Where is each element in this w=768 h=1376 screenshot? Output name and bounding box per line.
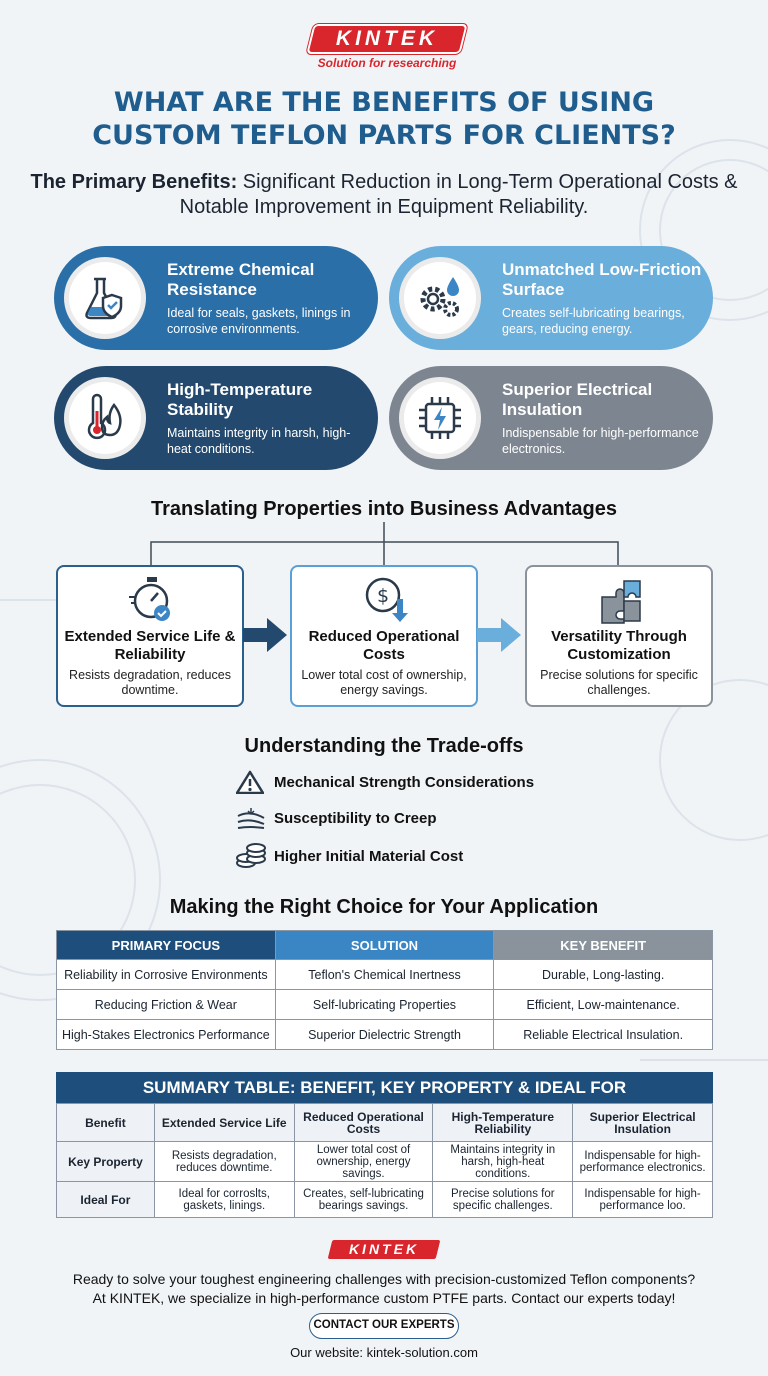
summary-table: Benefit Extended Service Life Reduced Op… <box>56 1103 713 1218</box>
benefit-title: Unmatched Low-Friction Surface <box>502 260 702 299</box>
table-header-row: PRIMARY FOCUS SOLUTION KEY BENEFIT <box>56 930 713 960</box>
advantage-desc: Precise solutions for specific challenge… <box>540 668 698 697</box>
table-header-row: Benefit Extended Service Life Reduced Op… <box>56 1103 713 1142</box>
table-row: High-Stakes Electronics Performance Supe… <box>56 1019 713 1050</box>
summary-title: SUMMARY TABLE: BENEFIT, KEY PROPERTY & I… <box>56 1072 713 1103</box>
table-cell: Creates, self-lubricating bearings savin… <box>293 1181 434 1218</box>
table-cell: Durable, Long-lasting. <box>493 959 713 990</box>
thermometer-flame-icon <box>64 377 146 459</box>
website-link[interactable]: Our website: kintek-solution.com <box>290 1345 478 1360</box>
warning-icon <box>236 770 264 794</box>
table-header: High-Temperature Reliability <box>432 1103 574 1142</box>
connector-lines <box>150 522 619 566</box>
table-cell: Indispensable for high-performance loo. <box>572 1181 713 1218</box>
advantage-operational-costs: $ Reduced Operational Costs Lower total … <box>290 565 478 707</box>
tradeoff-item: Susceptibility to Creep <box>236 806 636 832</box>
footer-line-1: Ready to solve your toughest engineering… <box>72 1271 696 1287</box>
footer-logo-text: KINTEK <box>348 1241 420 1257</box>
table-cell: Reducing Friction & Wear <box>56 989 276 1020</box>
row-header: Key Property <box>56 1141 155 1182</box>
benefit-title: High-Temperature Stability <box>167 380 313 419</box>
benefit-high-temperature: High-Temperature Stability Maintains int… <box>54 366 378 470</box>
table-cell: Superior Dielectric Strength <box>274 1019 495 1050</box>
benefit-electrical-insulation: Superior Electrical Insulation Indispens… <box>389 366 713 470</box>
table-cell: Precise solutions for specific challenge… <box>432 1181 574 1218</box>
chip-bolt-icon <box>399 377 481 459</box>
benefit-desc: Maintains integrity in harsh, high-heat … <box>167 426 351 456</box>
choice-table: PRIMARY FOCUS SOLUTION KEY BENEFIT Relia… <box>56 930 713 1050</box>
footer-line-2: At KINTEK, we specialize in high-perform… <box>92 1290 676 1306</box>
advantage-title: Reduced Operational Costs <box>308 628 460 663</box>
title-line-1: WHAT ARE THE BENEFITS OF USING <box>113 87 655 118</box>
table-cell: Resists degradation, reduces downtime. <box>153 1141 295 1182</box>
primary-text: Significant Reduction in Long-Term Opera… <box>179 171 738 218</box>
table-cell: Indispensable for high-performance elect… <box>572 1141 713 1182</box>
logo-text: KINTEK <box>335 27 439 50</box>
primary-lead: The Primary Benefits: <box>30 171 238 193</box>
benefit-chemical-resistance: Extreme Chemical Resistance Ideal for se… <box>54 246 378 350</box>
benefit-low-friction: Unmatched Low-Friction Surface Creates s… <box>389 246 713 350</box>
table-cell: Reliability in Corrosive Environments <box>56 959 276 990</box>
table-header: KEY BENEFIT <box>493 930 713 960</box>
table-row: Ideal For Ideal for corroslts, gaskets, … <box>56 1181 713 1218</box>
creep-layers-icon <box>237 808 265 829</box>
benefit-title: Superior Electrical Insulation <box>502 380 653 419</box>
benefit-desc: Indispensable for high-performance elect… <box>502 426 699 456</box>
benefit-desc: Ideal for seals, gaskets, linings in cor… <box>167 306 351 336</box>
primary-benefits: The Primary Benefits: Significant Reduct… <box>30 170 738 220</box>
stopwatch-check-icon <box>129 577 170 621</box>
choice-title: Making the Right Choice for Your Applica… <box>169 896 599 918</box>
table-header: Superior Electrical Insulation <box>572 1103 713 1142</box>
advantage-customization: Versatility Through Customization Precis… <box>525 565 713 707</box>
contact-experts-button[interactable]: CONTACT OUR EXPERTS <box>309 1313 459 1339</box>
footer-message: Ready to solve your toughest engineering… <box>10 1270 758 1308</box>
row-header: Ideal For <box>56 1181 155 1218</box>
advantage-desc: Resists degradation, reduces downtime. <box>69 668 231 697</box>
svg-text:$: $ <box>377 585 389 607</box>
benefit-title: Extreme Chemical Resistance <box>167 260 315 299</box>
table-cell: Efficient, Low-maintenance. <box>493 989 713 1020</box>
advantage-service-life: Extended Service Life & Reliability Resi… <box>56 565 244 707</box>
table-header: Reduced Operational Costs <box>293 1103 434 1142</box>
table-cell: Lower total cost of ownership, energy sa… <box>293 1141 434 1182</box>
table-header: Benefit <box>56 1103 155 1142</box>
table-cell: Teflon's Chemical Inertness <box>274 959 495 990</box>
tradeoff-label: Susceptibility to Creep <box>274 810 437 827</box>
table-header: Extended Service Life <box>153 1103 295 1142</box>
dollar-down-icon: $ <box>365 577 408 622</box>
coins-icon <box>236 843 266 868</box>
puzzle-icon <box>601 580 641 624</box>
advantage-desc: Lower total cost of ownership, energy sa… <box>301 668 467 697</box>
table-cell: Self-lubricating Properties <box>274 989 495 1020</box>
table-cell: Maintains integrity in harsh, high-heat … <box>432 1141 574 1182</box>
arrow-right-icon <box>243 618 287 652</box>
tradeoff-item: Higher Initial Material Cost <box>236 843 636 869</box>
table-header: SOLUTION <box>274 930 495 960</box>
advantage-title: Versatility Through Customization <box>551 628 687 663</box>
benefit-desc: Creates self-lubricating bearings, gears… <box>502 306 685 336</box>
gears-droplet-icon <box>399 257 481 339</box>
table-row: Key Property Resists degradation, reduce… <box>56 1141 713 1182</box>
tradeoff-label: Higher Initial Material Cost <box>274 848 464 865</box>
table-cell: High-Stakes Electronics Performance <box>56 1019 276 1050</box>
logo-tagline: Solution for researching <box>317 56 457 70</box>
tradeoffs-title: Understanding the Trade-offs <box>244 735 524 757</box>
flask-shield-icon <box>64 257 146 339</box>
table-cell: Ideal for corroslts, gaskets, linings. <box>153 1181 295 1218</box>
table-row: Reliability in Corrosive Environments Te… <box>56 959 713 990</box>
tradeoff-item: Mechanical Strength Considerations <box>236 770 636 796</box>
table-cell: Reliable Electrical Insulation. <box>493 1019 713 1050</box>
tradeoff-label: Mechanical Strength Considerations <box>274 774 535 791</box>
table-row: Reducing Friction & Wear Self-lubricatin… <box>56 989 713 1020</box>
advantages-title: Translating Properties into Business Adv… <box>150 498 618 520</box>
title-line-2: CUSTOM TEFLON PARTS FOR CLIENTS? <box>92 120 676 151</box>
page-title: WHAT ARE THE BENEFITS OF USING CUSTOM TE… <box>40 86 728 152</box>
arrow-right-icon <box>477 618 521 652</box>
table-header: PRIMARY FOCUS <box>56 930 276 960</box>
advantage-title: Extended Service Life & Reliability <box>64 628 236 663</box>
